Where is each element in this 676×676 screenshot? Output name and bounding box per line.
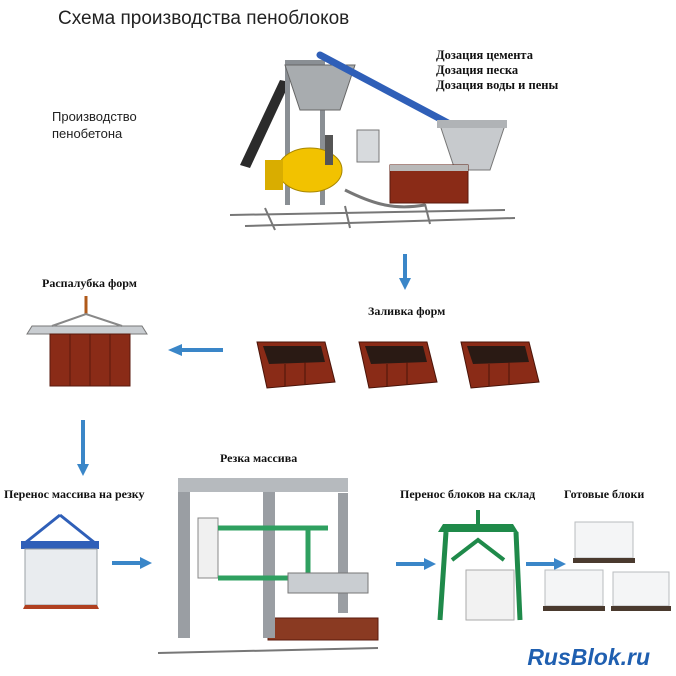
block-transfer-image xyxy=(437,510,523,621)
water-tank-hopper xyxy=(437,120,507,171)
arrow-down-to-filling xyxy=(399,254,411,290)
arrow-down-to-transfer xyxy=(77,420,89,476)
foam-concrete-plant-image xyxy=(229,51,516,231)
mold-2-image xyxy=(358,341,438,389)
stage-label-mass-transfer: Перенос массива на резку xyxy=(4,487,145,501)
stage-label-mold-filling: Заливка форм xyxy=(368,304,446,318)
pallet-3 xyxy=(611,571,671,611)
arrow-right-to-block-transfer xyxy=(396,558,436,570)
brand-logo: RusBlok.ru xyxy=(527,644,650,670)
arrow-right-to-finished xyxy=(526,558,566,570)
finished-blocks-image xyxy=(543,521,671,611)
dosing-water-foam: Дозация воды и пены xyxy=(436,78,559,92)
mold-release-image xyxy=(26,296,148,387)
arrow-left-to-release xyxy=(168,344,223,356)
dosing-labels: Дозация цемента Дозация песка Дозация во… xyxy=(436,48,558,93)
stage-label-block-transfer: Перенос блоков на склад xyxy=(400,487,536,501)
cutting-machine-image xyxy=(157,478,379,654)
batch-tank xyxy=(389,164,469,204)
production-label: Производство пенобетона xyxy=(52,108,137,142)
mold-1-image xyxy=(256,341,336,389)
floor-rails xyxy=(229,203,516,231)
pallet-2 xyxy=(543,569,605,611)
mold-3-image xyxy=(460,341,540,389)
control-panel xyxy=(356,129,380,163)
stage-label-mold-release: Распалубка форм xyxy=(42,276,137,290)
mass-transfer-image xyxy=(21,513,99,609)
stage-label-finished-blocks: Готовые блоки xyxy=(564,487,645,501)
arrow-right-to-cutting xyxy=(112,557,152,569)
pipes xyxy=(344,188,426,209)
dosing-cement: Дозация цемента xyxy=(436,48,533,62)
production-label-line-1: Производство xyxy=(52,109,137,124)
dosing-sand: Дозация песка xyxy=(436,63,519,77)
mixer-tank xyxy=(265,135,343,193)
production-label-line-2: пенобетона xyxy=(52,126,123,141)
pallet-1 xyxy=(573,521,635,563)
stage-label-mass-cutting: Резка массива xyxy=(220,451,298,465)
page-title: Схема производства пеноблоков xyxy=(58,8,350,29)
